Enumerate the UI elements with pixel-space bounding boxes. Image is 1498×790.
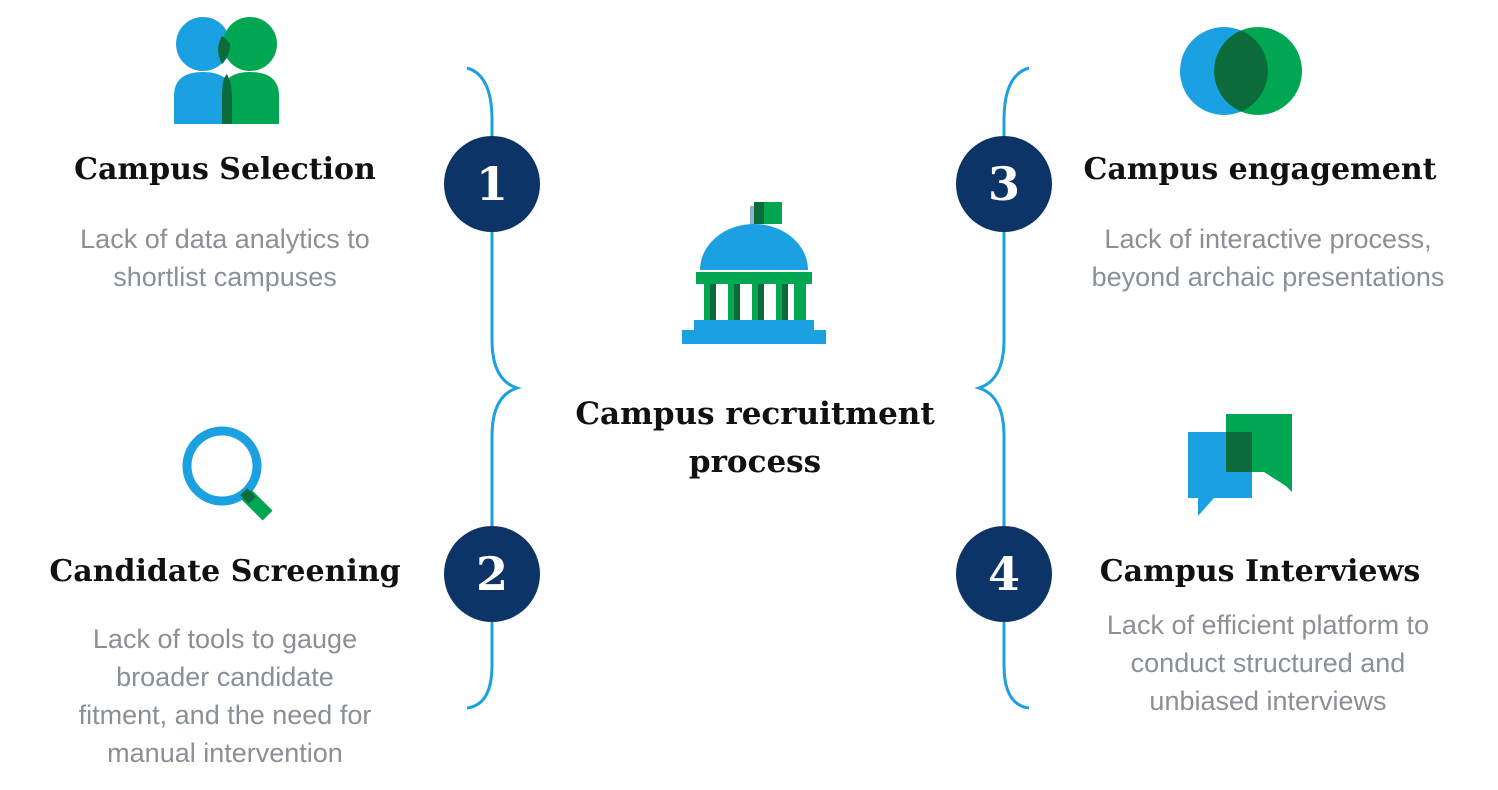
- step-4-desc-line: Lack of efficient platform to: [1106, 610, 1430, 640]
- left-bracket-line: [466, 66, 522, 710]
- step-1-number: 1: [444, 136, 540, 232]
- center-title-line: Campus recruitment: [575, 396, 935, 432]
- step-3-desc-line: Lack of interactive process,: [1104, 224, 1432, 254]
- step-1-desc-line: Lack of data analytics to: [80, 224, 370, 254]
- step-1-description: Lack of data analytics to shortlist camp…: [20, 220, 430, 296]
- chat-bubbles-icon: [1188, 414, 1292, 516]
- step-4-desc-line: conduct structured and: [1130, 648, 1406, 678]
- center-title-line: process: [688, 444, 822, 480]
- step-2-desc-line: Lack of tools to gauge: [92, 624, 358, 654]
- step-1-title: Campus Selection: [74, 152, 376, 187]
- step-1-desc-line: shortlist campuses: [113, 262, 337, 292]
- right-bracket-line: [974, 66, 1030, 710]
- magnifier-icon: [182, 426, 273, 521]
- step-2-description: Lack of tools to gauge broader candidate…: [20, 620, 430, 772]
- step-2-desc-line: manual intervention: [107, 738, 343, 768]
- step-2-desc-line: broader candidate: [116, 662, 334, 692]
- venn-circles-icon: [1180, 27, 1302, 115]
- step-3-title: Campus engagement: [1083, 152, 1437, 187]
- step-4-description: Lack of efficient platform to conduct st…: [1048, 606, 1488, 720]
- people-icon: [174, 17, 279, 124]
- step-3-desc-line: beyond archaic presentations: [1091, 262, 1445, 292]
- step-3-description: Lack of interactive process, beyond arch…: [1048, 220, 1488, 296]
- step-2-desc-line: fitment, and the need for: [78, 700, 372, 730]
- capitol-building-icon: [682, 202, 826, 344]
- step-3-number: 3: [956, 136, 1052, 232]
- step-2-number: 2: [444, 526, 540, 622]
- center-title: Campus recruitment process: [555, 390, 955, 486]
- step-2-title: Candidate Screening: [49, 554, 401, 589]
- step-4-title: Campus Interviews: [1099, 554, 1421, 589]
- step-4-number: 4: [956, 526, 1052, 622]
- step-4-desc-line: unbiased interviews: [1149, 686, 1387, 716]
